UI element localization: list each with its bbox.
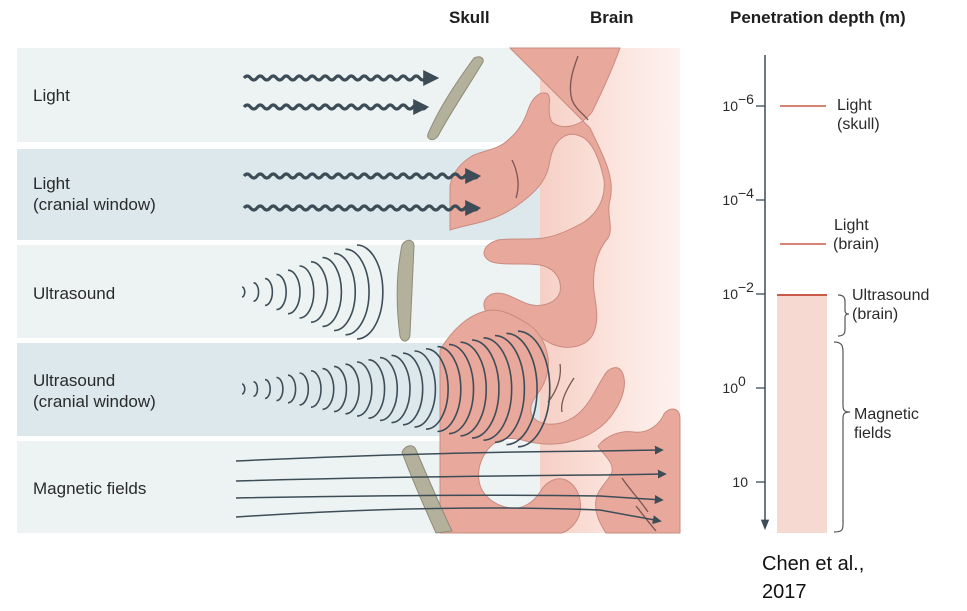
depth-tick-exponent: −2 [738,279,754,295]
depth-label-light-skull: Light (skull) [837,96,880,134]
depth-brackets [834,295,850,532]
depth-tick-label: 10 [722,192,738,208]
magnetic-depth-band [777,295,827,533]
row-label-ultrasound: Ultrasound [33,283,115,304]
depth-tick-exponent: −4 [738,185,754,201]
depth-tick-label: 10 [722,286,738,302]
row-label-light: Light [33,85,70,106]
bracket-magnetic [834,342,850,532]
row-label-ultrasound-cranial: Ultrasound (cranial window) [33,370,156,412]
header-brain: Brain [590,8,633,28]
depth-label-ultrasound-brain: Ultrasound (brain) [852,286,929,324]
depth-tick-exponent: −6 [738,91,754,107]
depth-tick-label: 10 [732,474,748,490]
depth-tick-label: 10 [722,98,738,114]
row-label-magnetic-fields: Magnetic fields [33,478,146,499]
depth-label-light-brain: Light (brain) [833,216,879,254]
header-skull: Skull [449,8,490,28]
bracket-ultrasound [838,295,849,336]
depth-label-magnetic-fields: Magnetic fields [854,405,919,443]
header-penetration-depth: Penetration depth (m) [730,8,906,28]
row-label-light-cranial: Light (cranial window) [33,173,156,215]
depth-tick-label: 10 [722,380,738,396]
citation: Chen et al., 2017 [762,550,864,606]
depth-tick-exponent: 0 [738,373,746,389]
depth-level-markers [777,106,827,295]
